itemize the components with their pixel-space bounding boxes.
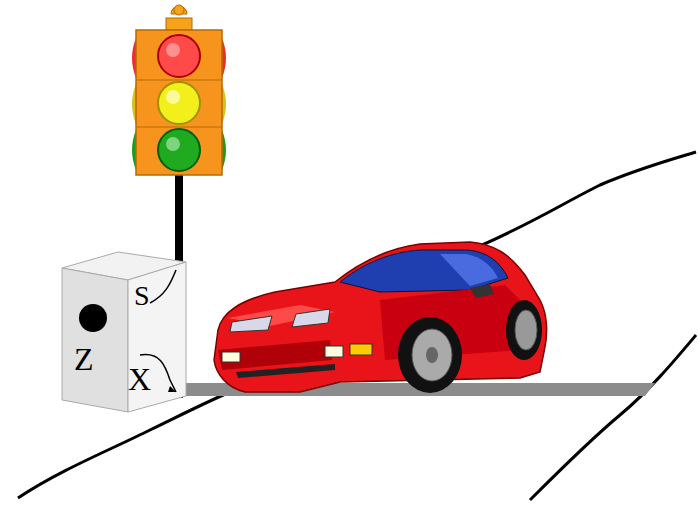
signal-name: S [134,282,150,310]
car [214,242,547,393]
wire [150,270,176,303]
controller-box: S Z X [62,258,186,412]
signal-name: Z [74,343,94,375]
controller-box [62,252,186,412]
road-edge [530,335,696,500]
wire-head [168,386,176,392]
traffic-light [132,5,226,175]
road-edge [470,152,696,250]
signal-name: X [128,363,151,395]
